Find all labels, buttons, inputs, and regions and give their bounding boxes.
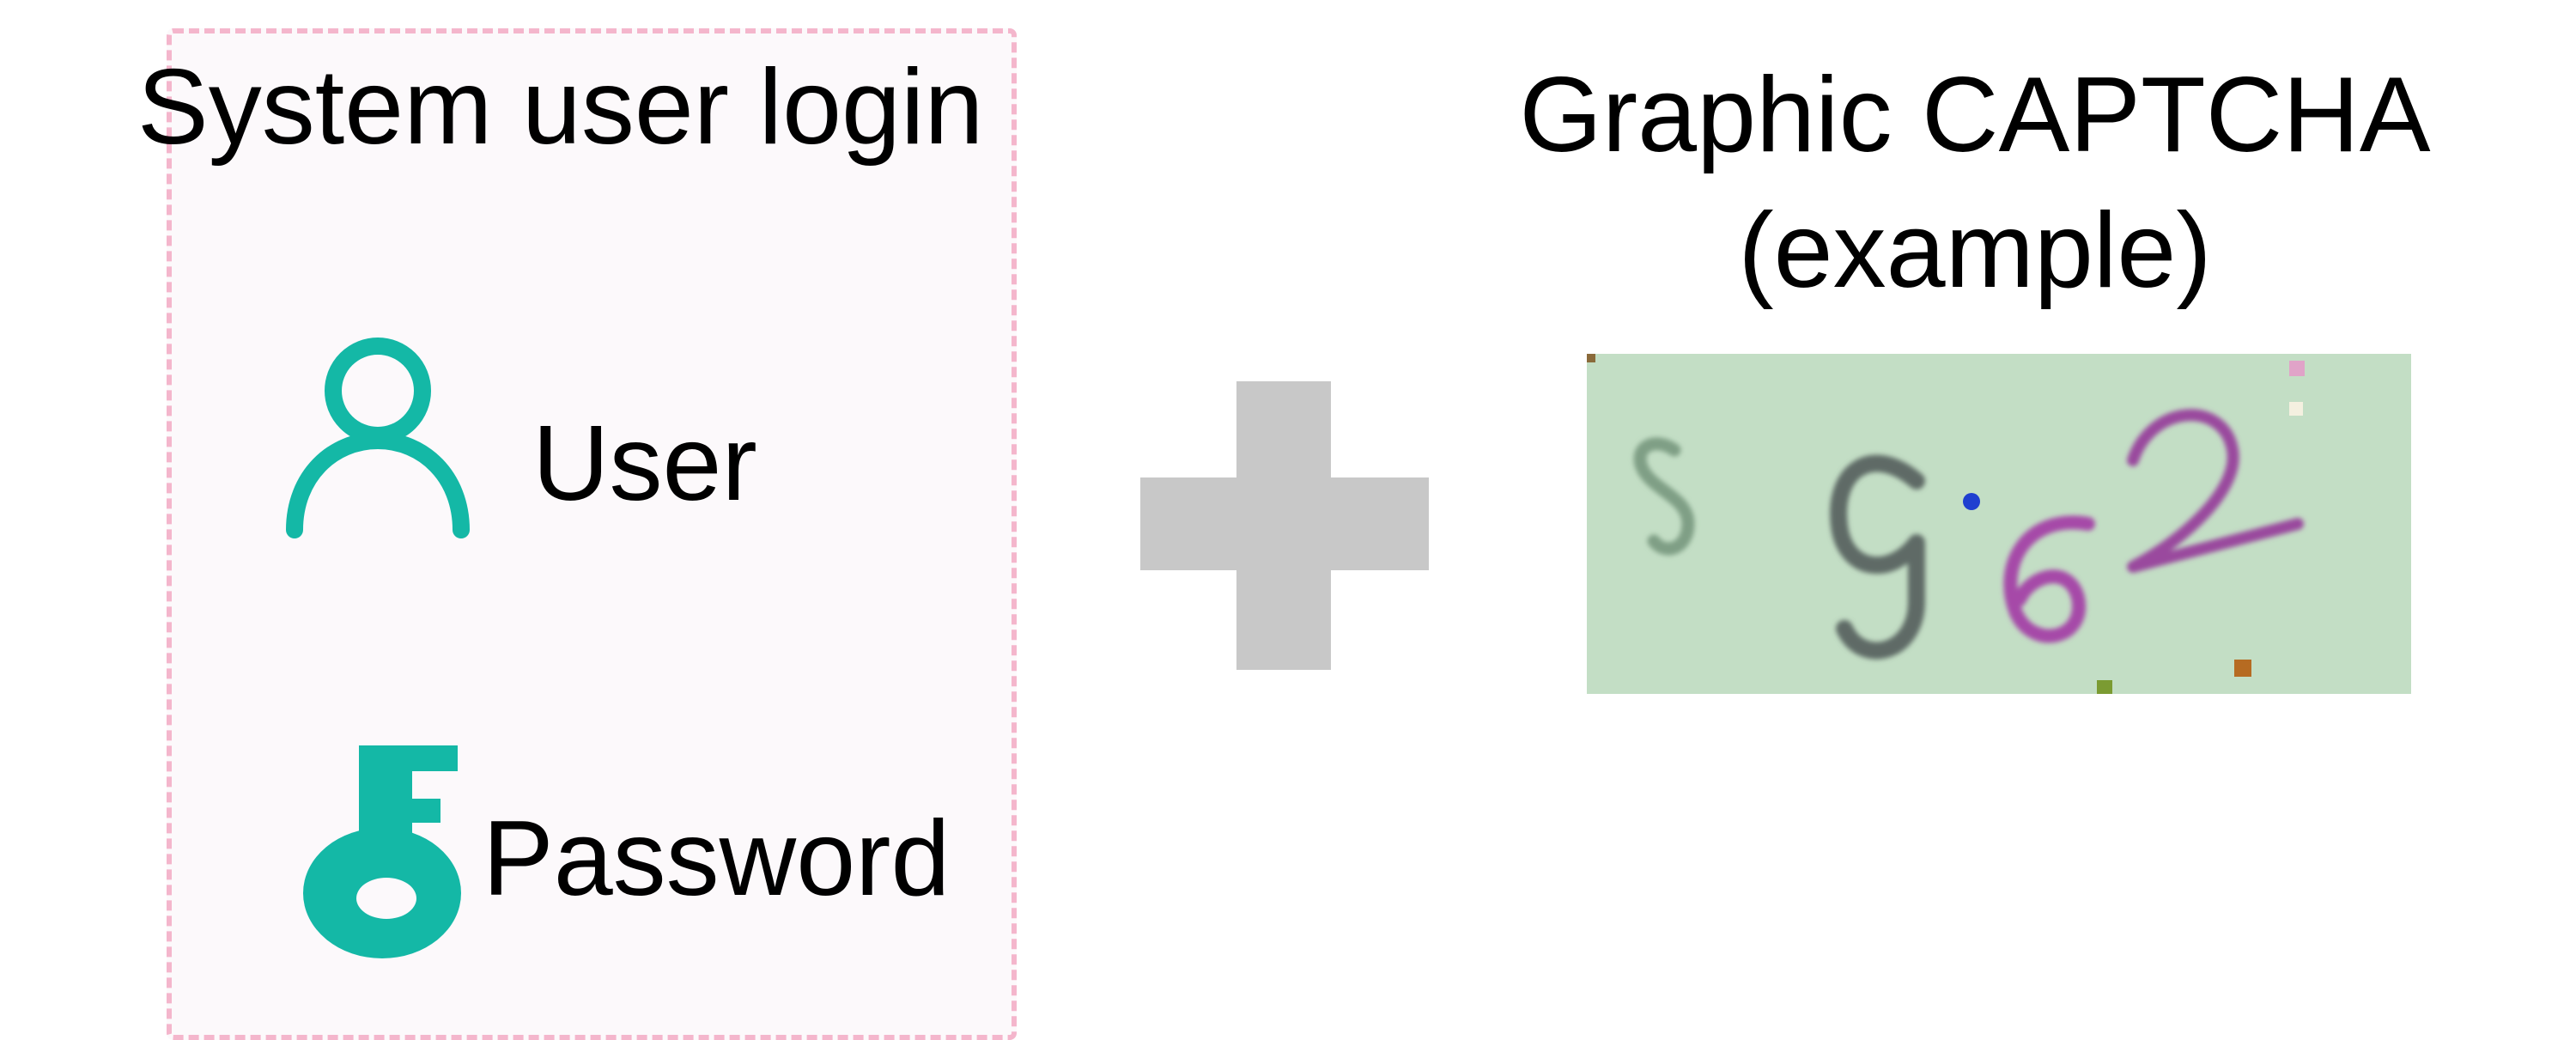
captcha-title-line1: Graphic CAPTCHA — [1519, 56, 2431, 174]
plus-icon — [1140, 381, 1429, 670]
captcha-glyph-3 — [2003, 515, 2095, 643]
captcha-glyph-1 — [1633, 437, 1695, 556]
key-icon — [303, 745, 461, 958]
captcha-glyph-4 — [2127, 409, 2304, 573]
captcha-noise-dot — [2289, 402, 2303, 416]
captcha-title: Graphic CAPTCHA (example) — [1417, 47, 2533, 319]
captcha-glyph-2 — [1830, 454, 1925, 660]
user-icon — [286, 338, 470, 538]
captcha-title-line2: (example) — [1738, 192, 2212, 310]
login-title: System user login — [137, 48, 984, 167]
captcha-noise-dot — [1587, 354, 1595, 362]
captcha-noise-dot — [2097, 680, 2112, 694]
captcha-noise-dot — [2234, 660, 2251, 677]
user-label: User — [532, 404, 757, 523]
password-label: Password — [483, 800, 951, 918]
captcha-image — [1587, 354, 2411, 694]
captcha-noise-dot — [1963, 493, 1980, 510]
captcha-noise-dot — [2289, 361, 2305, 376]
